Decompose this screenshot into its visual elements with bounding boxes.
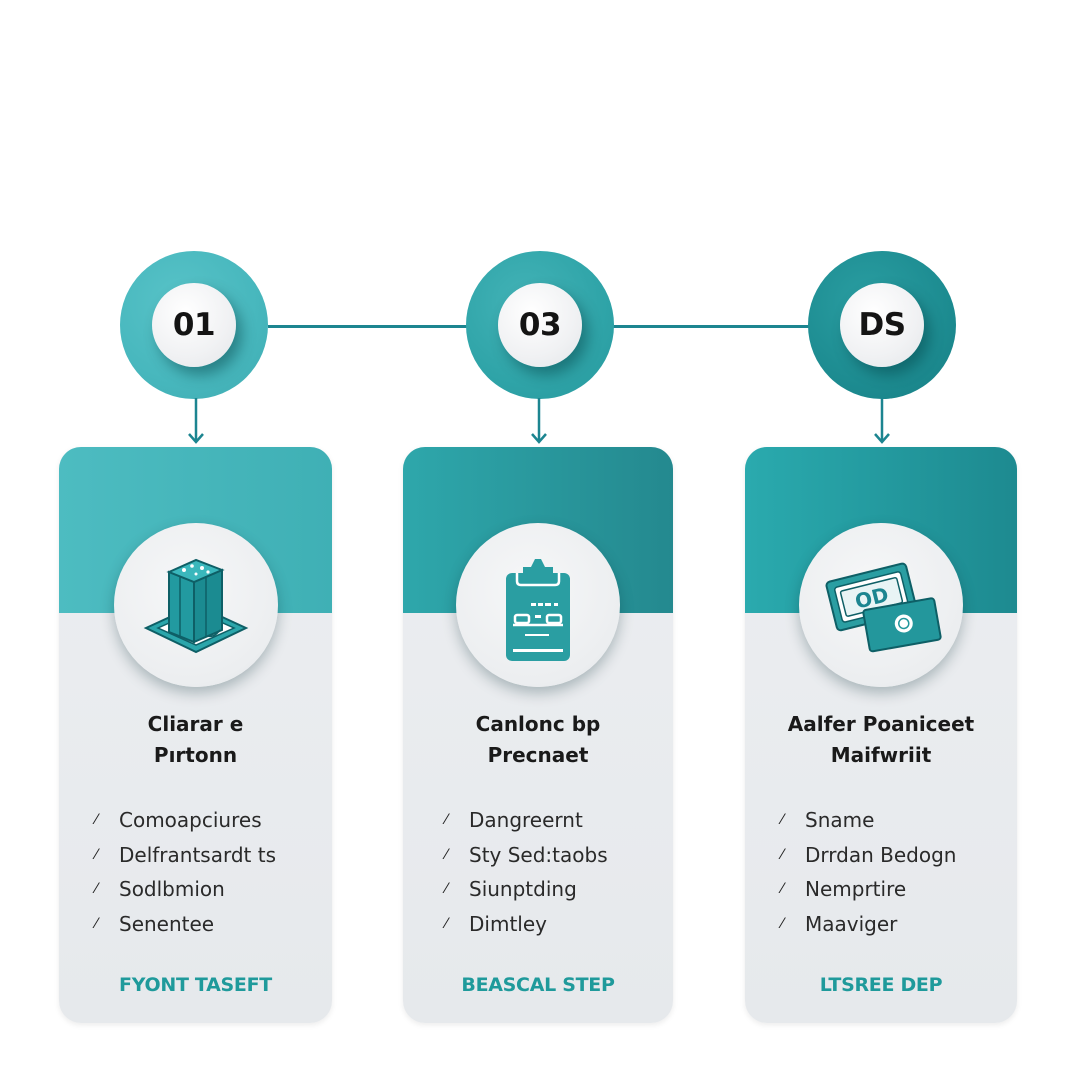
connector-line-2-3: [610, 325, 812, 328]
card-title: Cliarar e Pırtonn: [59, 709, 332, 771]
feature-text: Maaviger: [805, 911, 898, 936]
icon-disc: [456, 523, 620, 687]
feature-item: ⁄ Senentee: [95, 907, 276, 942]
check-icon: ⁄: [781, 881, 784, 898]
check-icon: ⁄: [95, 915, 98, 932]
server-tower-icon: [143, 558, 248, 654]
check-icon: ⁄: [781, 915, 784, 932]
feature-item: ⁄ Nemprtire: [781, 872, 956, 907]
feature-text: Dimtley: [469, 911, 547, 936]
step-number-2: 03: [498, 283, 582, 367]
arrow-down-icon: [531, 398, 547, 444]
feature-text: Sname: [805, 808, 875, 833]
feature-text: Comoapciures: [119, 808, 262, 833]
icon-disc: [113, 523, 278, 687]
step-badge-2: 03: [466, 251, 614, 399]
check-icon: ⁄: [445, 881, 448, 898]
feature-list: ⁄ Sname ⁄ Drrdan Bedogn ⁄ Nemprtire ⁄ Maavig…: [781, 803, 956, 941]
card-title-line-1: Aalfer Poaniceet: [787, 712, 975, 736]
step-number-3: DS: [840, 283, 924, 367]
arrow-down-icon: [188, 398, 204, 444]
check-icon: ⁄: [95, 881, 98, 898]
feature-item: ⁄ Sname: [781, 803, 956, 838]
card-footer-label[interactable]: FYONT TASEFT: [119, 974, 272, 996]
feature-text: Sodlbmion: [119, 877, 225, 902]
feature-list: ⁄ Dangreernt ⁄ Sty Sed:taobs ⁄ Siunptding ⁄…: [445, 803, 608, 941]
arrow-down-icon: [874, 398, 890, 444]
feature-text: Siunptding: [469, 877, 577, 902]
feature-list: ⁄ Comoapciures ⁄ Delfrantsardt ts ⁄ Sodlbmi…: [95, 803, 276, 941]
feature-text: Dangreernt: [469, 808, 583, 833]
check-icon: ⁄: [781, 846, 784, 863]
connector-line-1-2: [268, 325, 472, 328]
money-bills-icon: OD: [825, 562, 942, 653]
card-title: Canlonc bp Precnaet: [403, 709, 673, 771]
feature-item: ⁄ Dimtley: [445, 907, 608, 942]
feature-item: ⁄ Sodlbmion: [95, 872, 276, 907]
check-icon: ⁄: [95, 846, 98, 863]
feature-text: Delfrantsardt ts: [119, 842, 277, 867]
icon-disc: OD: [799, 523, 963, 687]
feature-item: ⁄ Sty Sed:taobs: [445, 838, 608, 873]
card-footer-label[interactable]: BEASCAL STEP: [461, 974, 615, 996]
step-badge-1: 01: [120, 251, 268, 399]
step-badge-3: DS: [808, 251, 956, 399]
step-card-2: Canlonc bp Precnaet ⁄ Dangreernt ⁄ Sty Sed…: [403, 447, 673, 1023]
card-title-line-2: Maifwriit: [830, 743, 932, 767]
card-title-line-1: Cliarar e: [147, 712, 244, 736]
card-title-line-1: Canlonc bp: [475, 712, 601, 736]
feature-text: Sty Sed:taobs: [469, 842, 608, 867]
card-footer-label[interactable]: LTSREE DEP: [819, 974, 943, 996]
check-icon: ⁄: [445, 915, 448, 932]
feature-item: ⁄ Maaviger: [781, 907, 956, 942]
feature-text: Nemprtire: [805, 877, 907, 902]
check-icon: ⁄: [445, 846, 448, 863]
step-number-1: 01: [152, 283, 236, 367]
feature-item: ⁄ Drrdan Bedogn: [781, 838, 956, 873]
feature-item: ⁄ Siunptding: [445, 872, 608, 907]
step-card-1: Cliarar e Pırtonn ⁄ Comoapciures ⁄ Delfran…: [59, 447, 332, 1023]
feature-item: ⁄ Dangreernt: [445, 803, 608, 838]
feature-text: Senentee: [119, 911, 215, 936]
card-title-line-2: Pırtonn: [153, 743, 238, 767]
clipboard-icon: [506, 559, 570, 661]
card-title-line-2: Precnaet: [487, 743, 589, 767]
feature-text: Drrdan Bedogn: [805, 842, 957, 867]
feature-item: ⁄ Delfrantsardt ts: [95, 838, 276, 873]
step-card-3: OD Aalfer Poaniceet Maifwriit ⁄ Sname ⁄ Dr…: [745, 447, 1017, 1023]
feature-item: ⁄ Comoapciures: [95, 803, 276, 838]
card-title: Aalfer Poaniceet Maifwriit: [745, 709, 1017, 771]
check-icon: ⁄: [445, 812, 448, 829]
check-icon: ⁄: [781, 812, 784, 829]
check-icon: ⁄: [95, 812, 98, 829]
